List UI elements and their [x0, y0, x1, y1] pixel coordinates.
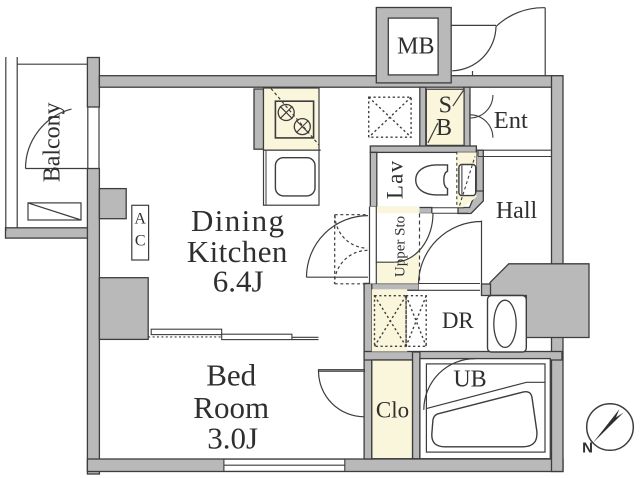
svg-text:Kitchen: Kitchen: [187, 234, 288, 269]
svg-text:DR: DR: [442, 308, 475, 333]
svg-text:C: C: [135, 233, 146, 250]
svg-text:3.0J: 3.0J: [207, 421, 258, 456]
svg-text:Lav: Lav: [382, 160, 407, 199]
svg-text:A: A: [134, 211, 146, 228]
svg-text:6.4J: 6.4J: [213, 264, 264, 299]
svg-text:Balcony: Balcony: [39, 102, 65, 182]
svg-text:Hall: Hall: [496, 198, 538, 224]
svg-text:S: S: [439, 92, 452, 118]
svg-text:MB: MB: [397, 34, 434, 60]
svg-text:Upper Sto: Upper Sto: [393, 216, 409, 277]
svg-text:Dining: Dining: [191, 203, 286, 238]
svg-text:Bed: Bed: [206, 358, 256, 393]
svg-text:N: N: [582, 440, 593, 457]
svg-text:Room: Room: [193, 390, 269, 425]
svg-text:B: B: [436, 115, 452, 141]
svg-text:Ent: Ent: [494, 107, 528, 134]
svg-text:Clo: Clo: [376, 398, 409, 423]
svg-text:UB: UB: [453, 367, 486, 393]
